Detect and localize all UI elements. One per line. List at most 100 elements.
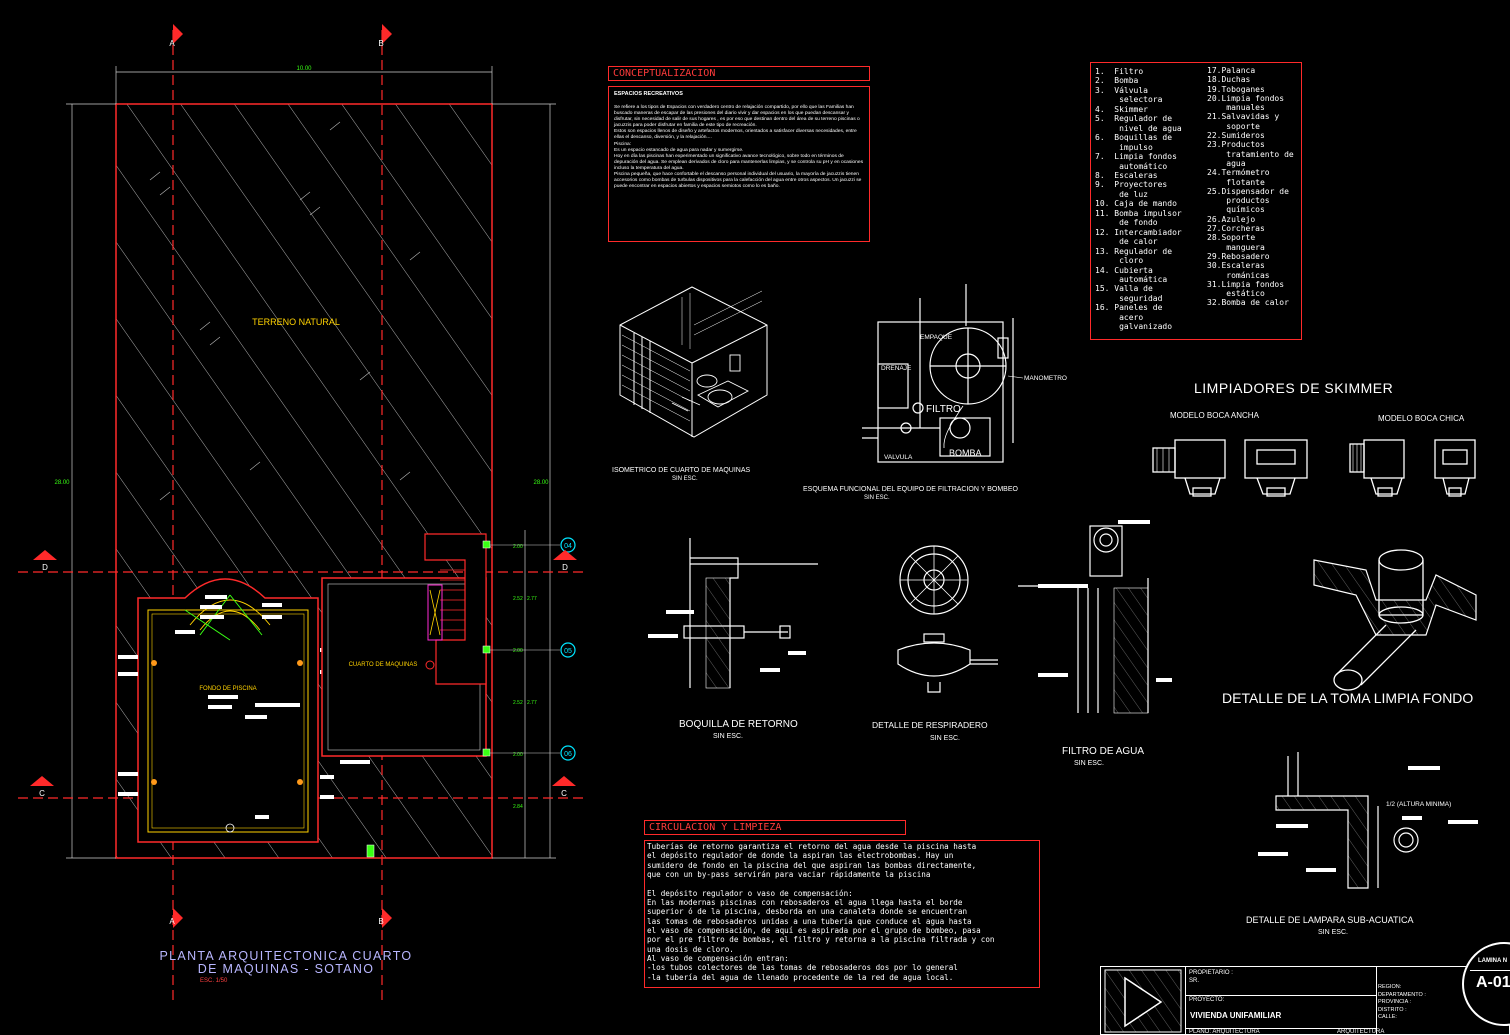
legend-item: 13. Regulador de [1095,246,1173,256]
section-d-right: D [562,563,568,572]
legend-item: 31.Limpia fondos [1207,279,1285,289]
isometric-drawing [619,286,768,438]
lamina-label: LAMINA N [1478,958,1508,964]
legend-item: químicos [1207,205,1265,215]
dim-r-2: 2.52 [513,596,523,602]
dim-left: 28.00 [54,480,70,486]
legend-item: 9. Proyectores [1095,180,1168,190]
legend-item: románicas [1207,270,1270,280]
circulacion-header: CIRCULACION Y LIMPIEZA [644,820,906,835]
legend-item: 2. Bomba [1095,76,1139,86]
title-block: PROPIETARIO : SR. PROYECTO: VIVIENDA UNI… [1100,966,1510,1035]
legend-item: de fondo [1095,218,1158,228]
lampara-drawing [1258,752,1478,889]
legend-item: 29.Rebosadero [1207,251,1270,261]
legend-item: 21.Salvavidas y [1207,112,1280,122]
legend-item: 25.Dispensador de [1207,186,1289,196]
legend-item: productos [1207,196,1270,206]
tb-distrito: DISTRITO : [1378,1007,1407,1013]
circulacion-box: Tuberías de retorno garantiza el retorno… [644,840,1040,988]
dim-r-3: 2.77 [527,596,537,602]
dim-r-8: 2.84 [513,804,523,810]
section-b-bottom: B [378,917,383,926]
legend-item: 15. Valla de [1095,284,1153,294]
iso-title: ISOMETRICO DE CUARTO DE MAQUINAS [612,467,751,474]
plan-title-line1: PLANTA ARQUITECTONICA CUARTO [160,949,413,963]
toma-title: DETALLE DE LA TOMA LIMPIA FONDO [1222,690,1474,706]
lampara-sub: SIN ESC. [1318,929,1348,936]
legend-item: automático [1095,161,1168,171]
dim-r-7: 2.00 [513,752,523,758]
skimmer-wide-label: MODELO BOCA ANCHA [1170,411,1259,420]
legend-item: 19.Toboganes [1207,84,1265,94]
legend-item: de luz [1095,189,1148,199]
section-c-right: C [561,789,567,798]
machine-room-label: CUARTO DE MAQUINAS [349,662,418,668]
legend-item: 7. Limpia fondos [1095,152,1177,162]
dim-r-5: 2.52 [513,700,523,706]
boquilla-title: BOQUILLA DE RETORNO [679,719,798,730]
skimmer-narrow-label: MODELO BOCA CHICA [1378,414,1465,423]
section-a-bottom: A [169,917,175,926]
plan-scale: ESC. 1/50 [200,978,228,984]
dim-r-6: 2.77 [527,700,537,706]
skimmer-title: LIMPIADORES DE SKIMMER [1194,380,1394,396]
iso-sub: SIN ESC. [672,476,698,482]
respiradero-sub: SIN ESC. [930,735,960,742]
legend-item: 20.Limpia fondos [1207,93,1285,103]
legend-item: 14. Cubierta [1095,265,1153,275]
circulacion-body: Tuberías de retorno garantiza el retorno… [647,842,995,982]
scheme-bomba: BOMBA [949,448,982,458]
tb-departamento: DEPARTAMENTO : [1378,992,1426,998]
axis-04: 04 [564,543,572,550]
respiradero-title: DETALLE DE RESPIRADERO [872,720,988,730]
respiradero-drawing [897,545,998,693]
legend-item: 5. Regulador de [1095,114,1173,124]
tb-region: REGION: [1378,984,1402,990]
tb-propietario-label: PROPIETARIO : [1189,970,1233,976]
tb-proyecto-label: PROYECTO: [1189,997,1225,1003]
pool-bottom-label: FONDO DE PISCINA [199,686,256,692]
legend-item: 24.Termómetro [1207,168,1270,178]
legend-item: de calor [1095,237,1158,247]
filtration-scheme: EMPAQUE DRENAJE MANOMETRO VALVULA FILTRO… [862,284,1067,463]
dim-r-1: 2.00 [513,544,523,550]
concept-body: Se refiere a los tipos de Espacios con v… [614,105,864,190]
legend-item: agua [1207,158,1246,168]
boquilla-sub: SIN ESC. [713,733,743,740]
legend-item: 1. Filtro [1095,67,1144,76]
scheme-sub: SIN ESC. [864,495,890,501]
logo-mark [1104,969,1182,1033]
legend-item: flotante [1207,177,1265,187]
legend-item: cloro [1095,256,1144,266]
scheme-filtro: FILTRO [926,404,961,415]
legend-item: 11. Bomba impulsor [1095,208,1182,218]
legend-item: 27.Corcheras [1207,224,1265,234]
legend-item: 16. Paneles de [1095,303,1163,313]
legend-item: 22.Sumideros [1207,131,1265,141]
legend-item: manguera [1207,242,1265,252]
section-d-left: D [42,563,48,572]
skimmer-drawings [1152,439,1476,497]
concept-subheader: ESPACIOS RECREATIVOS [614,91,683,97]
tb-calle: CALLE: [1378,1014,1397,1020]
legend-item: 18.Duchas [1207,75,1251,85]
floor-plan: 10.00 28.00 28.00 2.00 2.52 2.77 2.00 2.… [18,24,585,1000]
legend-item: estático [1207,289,1265,299]
scheme-valvula: VALVULA [884,454,913,461]
scheme-empaque: EMPAQUE [920,334,953,341]
legend-item: galvanizado [1095,322,1173,332]
axis-05: 05 [564,648,572,655]
lampara-title: DETALLE DE LAMPARA SUB-ACUATICA [1246,915,1414,925]
tb-provincia: PROVINCIA : [1378,999,1412,1005]
legend-item: automática [1095,274,1168,284]
legend-item: tratamiento de [1207,149,1294,159]
filtro-agua-drawing [1018,520,1172,714]
section-b-top: B [378,39,383,48]
legend-item: 10. Caja de mando [1095,199,1177,209]
dim-top: 10.00 [296,66,312,72]
